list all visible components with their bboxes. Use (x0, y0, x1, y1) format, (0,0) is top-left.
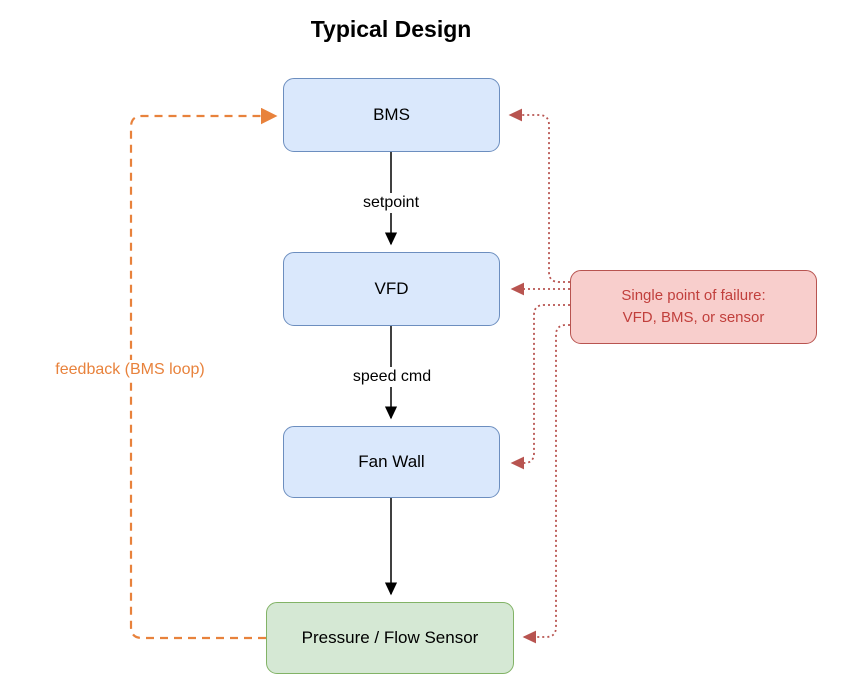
node-bms-label: BMS (373, 105, 410, 124)
node-fan-wall: Fan Wall (283, 426, 500, 498)
edge-label-setpoint: setpoint (357, 193, 425, 213)
node-vfd: VFD (283, 252, 500, 326)
node-fan-wall-label: Fan Wall (358, 452, 425, 471)
edge-failure-to-bms (508, 108, 570, 283)
diagram-title: Typical Design (310, 16, 472, 42)
node-vfd-label: VFD (374, 279, 409, 298)
node-bms: BMS (283, 78, 500, 152)
edge-label-speed-cmd: speed cmd (347, 367, 437, 387)
node-single-point-of-failure: Single point of failure: VFD, BMS, or se… (570, 270, 817, 344)
edge-failure-to-sensor (522, 324, 570, 644)
edge-feedback-loop (129, 107, 278, 640)
node-pressure-flow-sensor-label: Pressure / Flow Sensor (301, 628, 479, 647)
node-pressure-flow-sensor: Pressure / Flow Sensor (266, 602, 514, 674)
edge-failure-to-fan-wall (510, 304, 570, 470)
edge-label-feedback: feedback (BMS loop) (50, 360, 210, 380)
failure-note-line-2: VFD, BMS, or sensor (622, 309, 765, 326)
failure-note-line-1: Single point of failure: (621, 287, 766, 304)
